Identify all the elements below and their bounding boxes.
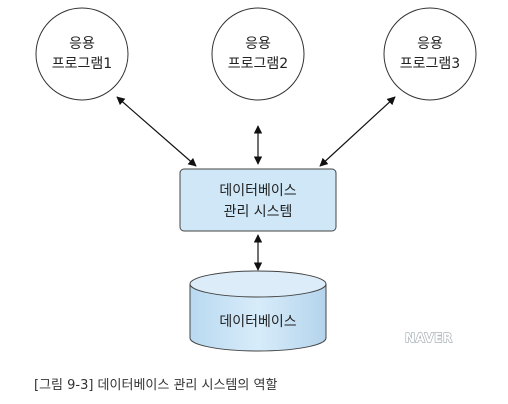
app-node-1: 응용 프로그램1: [35, 7, 129, 101]
dbms-box: 데이터베이스 관리 시스템: [179, 168, 337, 232]
arrow-app3-dbms: [319, 96, 396, 167]
figure-caption: [그림 9-3] 데이터베이스 관리 시스템의 역할: [34, 378, 278, 393]
app-2-line1: 응용: [245, 36, 271, 52]
database-label: 데이터베이스: [219, 314, 296, 330]
dbms-line2: 관리 시스템: [224, 204, 293, 220]
dbms-line1: 데이터베이스: [219, 183, 296, 199]
app-node-2: 응용 프로그램2: [211, 7, 305, 101]
database-cylinder: 데이터베이스: [189, 270, 327, 352]
app-3-line2: 프로그램3: [400, 56, 460, 72]
app-1-line2: 프로그램1: [52, 56, 112, 72]
app-3-line1: 응용: [417, 36, 443, 52]
naver-watermark: NAVER: [405, 331, 453, 345]
app-node-3: 응용 프로그램3: [383, 7, 477, 101]
app-2-line2: 프로그램2: [228, 56, 288, 72]
app-1-line1: 응용: [69, 36, 95, 52]
arrow-app1-dbms: [116, 96, 197, 167]
